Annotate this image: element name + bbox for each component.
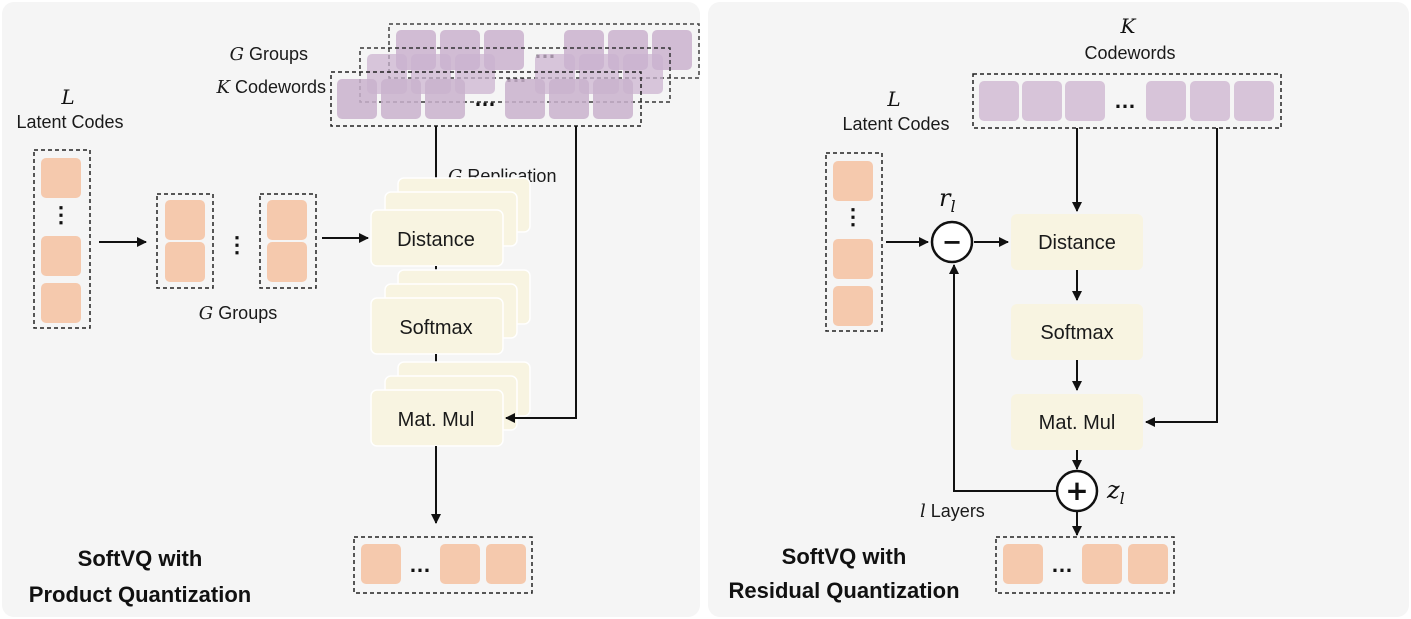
layers-label: l Layers <box>920 501 985 522</box>
distance-stack: Distance <box>370 177 531 267</box>
matmul-stack: Mat. Mul <box>370 361 531 447</box>
right-title-line2: Residual Quantization <box>728 578 959 603</box>
right-latent-symbol: L <box>886 87 900 111</box>
right-latent-column: ⋮ <box>825 152 883 332</box>
bottom-groups-label: G Groups <box>199 303 277 324</box>
right-title-line1: SoftVQ with <box>782 544 907 569</box>
codeword-cell <box>1190 81 1230 121</box>
codebook-stack: … … … <box>330 23 700 127</box>
right-output: … <box>995 536 1175 594</box>
output-cell <box>440 544 480 584</box>
left-output: … <box>353 536 533 594</box>
horizontal-ellipsis: … <box>1051 552 1073 577</box>
matmul-label: Mat. Mul <box>398 409 475 431</box>
right-codewords-label: Codewords <box>1084 43 1175 63</box>
codeword-cell <box>979 81 1019 121</box>
vertical-ellipsis: ⋮ <box>842 204 864 229</box>
horizontal-ellipsis: … <box>1114 88 1136 113</box>
left-latent-column: ⋮ <box>33 149 91 329</box>
subtract-node: − <box>930 220 974 264</box>
latent-code-cell <box>267 200 307 240</box>
latent-code-cell <box>833 239 873 279</box>
vertical-ellipsis: ⋮ <box>226 232 248 257</box>
right-codebook: … <box>972 73 1282 129</box>
arrow-codebook-to-matmul <box>505 126 577 423</box>
right-matmul-box <box>1011 394 1143 450</box>
latent-code-cell <box>41 283 81 323</box>
latent-code-cell <box>41 158 81 198</box>
right-codewords-symbol: K <box>1120 14 1137 38</box>
latent-code-cell <box>833 286 873 326</box>
output-container <box>353 536 533 594</box>
arrow-residual-feedback <box>949 264 1057 492</box>
codebook-groups-label: G Groups <box>230 44 308 65</box>
left-groups: ⋮ <box>156 193 317 289</box>
left-latent-symbol: L <box>60 85 74 109</box>
codebook-codewords-label: K Codewords <box>215 77 326 98</box>
right-distance-label: Distance <box>1038 232 1116 254</box>
output-cell <box>486 544 526 584</box>
codebook-layer-front: … <box>330 71 642 127</box>
output-container <box>995 536 1175 594</box>
left-panel-background <box>2 2 700 617</box>
codeword-cell <box>1065 81 1105 121</box>
left-title-line1: SoftVQ with <box>78 546 203 571</box>
latent-code-cell <box>165 242 205 282</box>
codeword-cell <box>1022 81 1062 121</box>
residual-label: rl <box>939 184 956 216</box>
distance-label: Distance <box>397 229 475 251</box>
latent-code-cell <box>267 242 307 282</box>
output-label: zl <box>1106 476 1125 508</box>
output-cell <box>1003 544 1043 584</box>
group-container <box>156 193 214 289</box>
add-node: + <box>1055 469 1099 513</box>
right-distance-box <box>1011 214 1143 270</box>
vertical-ellipsis: ⋮ <box>50 202 72 227</box>
right-softmax-label: Softmax <box>1040 322 1113 344</box>
codeword-cell <box>1146 81 1186 121</box>
latent-code-cell <box>833 161 873 201</box>
codebook-container <box>972 73 1282 129</box>
output-cell <box>361 544 401 584</box>
right-panel: K Codewords … L Latent Codes ⋮ − <box>708 2 1409 617</box>
softmax-label: Softmax <box>399 317 472 339</box>
right-latent-label: Latent Codes <box>842 114 949 134</box>
left-latent-label: Latent Codes <box>16 112 123 132</box>
horizontal-ellipsis: … <box>409 552 431 577</box>
left-latent-container <box>33 149 91 329</box>
right-matmul-label: Mat. Mul <box>1039 412 1116 434</box>
minus-sign: − <box>942 228 962 256</box>
codeword-cell <box>1234 81 1274 121</box>
latent-code-cell <box>165 200 205 240</box>
plus-sign: + <box>1065 474 1088 507</box>
latent-code-cell <box>41 236 81 276</box>
left-title-line2: Product Quantization <box>29 582 251 607</box>
svg-text:…: … <box>474 86 496 111</box>
softmax-stack: Softmax <box>370 269 531 355</box>
right-softmax-box <box>1011 304 1143 360</box>
right-latent-container <box>825 152 883 332</box>
arrow-codebook-to-matmul <box>1145 128 1218 427</box>
output-cell <box>1082 544 1122 584</box>
output-cell <box>1128 544 1168 584</box>
left-panel: L Latent Codes ⋮ ⋮ G Groups <box>2 2 700 617</box>
group-container <box>259 193 317 289</box>
